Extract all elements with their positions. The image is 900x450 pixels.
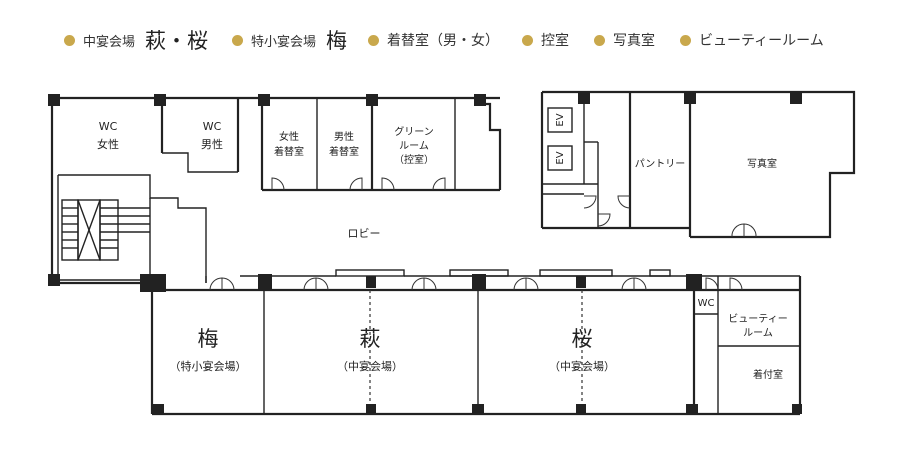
men-dressing-sub-label: 着替室 <box>329 145 359 158</box>
wc1-label: WC <box>99 120 118 133</box>
wc3-label: WC <box>698 298 715 309</box>
women-dressing-sub-label: 着替室 <box>274 145 304 158</box>
room-labels: WC 女性 WC 男性 女性 着替室 男性 着替室 グリーン ルーム （控室） … <box>97 113 788 381</box>
pantry-label: パントリー <box>635 158 686 170</box>
ev2-label: EV <box>555 151 566 164</box>
legend-dot <box>368 34 379 46</box>
beauty-room-label: ビューティー <box>728 313 787 325</box>
green-room-note: （控室） <box>394 153 434 166</box>
legend-dot <box>64 34 75 46</box>
legend-dot <box>680 34 691 46</box>
wc1-sub-label: 女性 <box>97 137 119 151</box>
legend-item-kigaeshitsu: 着替室（男・女） <box>368 22 499 58</box>
wc2-sub-label: 男性 <box>201 137 223 151</box>
left-block-walls <box>50 96 502 285</box>
legend-dot <box>522 34 533 46</box>
hagi-label: 萩 <box>360 327 381 351</box>
legend-label: 着替室（男・女） <box>387 33 499 49</box>
legend-label-big: 萩・桜 <box>145 29 209 53</box>
legend-item-tokushouenkaijou: 特小宴会場 梅 <box>232 22 347 58</box>
sakura-label: 桜 <box>572 327 593 351</box>
ume-label: 梅 <box>198 327 219 351</box>
legend-item-chuuenkaijou: 中宴会場 萩・桜 <box>64 22 208 58</box>
beauty-room-sub-label: ルーム <box>743 327 773 339</box>
legend-item-shashinshitsu: 写真室 <box>594 22 655 58</box>
lower-walls <box>150 269 802 416</box>
ume-sub-label: （特小宴会場） <box>170 359 247 373</box>
legend-label-small: 中宴会場 <box>83 34 136 50</box>
columns <box>48 92 802 414</box>
right-upper-walls <box>540 90 856 239</box>
upper-doors <box>271 177 446 191</box>
legend-item-hikaeshitsu: 控室 <box>522 22 569 58</box>
sakura-sub-label: （中宴会場） <box>549 359 615 373</box>
legend-label: ビューティールーム <box>699 33 824 49</box>
ev1-label: EV <box>555 113 566 126</box>
legend-label: 控室 <box>541 33 569 49</box>
legend-dot <box>232 34 243 46</box>
lower-doors <box>209 277 743 291</box>
hagi-sub-label: （中宴会場） <box>337 359 403 373</box>
lobby-label: ロビー <box>348 227 381 240</box>
women-dressing-label: 女性 <box>279 130 299 143</box>
legend-label-big: 梅 <box>326 29 348 53</box>
wc2-label: WC <box>203 120 222 133</box>
green-room-sub-label: ルーム <box>399 140 429 152</box>
kitsuke-room-label: 着付室 <box>753 368 783 381</box>
legend-dot <box>594 34 605 46</box>
legend-label: 写真室 <box>613 33 655 49</box>
green-room-label: グリーン <box>394 125 434 138</box>
legend-item-beauty-room: ビューティールーム <box>680 22 824 58</box>
legend: 中宴会場 萩・桜 特小宴会場 梅 着替室（男・女） 控室 写真室 ビューティール… <box>0 22 900 58</box>
photo-room-label: 写真室 <box>747 157 777 170</box>
men-dressing-label: 男性 <box>334 130 354 143</box>
right-upper-doors <box>583 195 757 238</box>
legend-label-small: 特小宴会場 <box>251 34 317 50</box>
